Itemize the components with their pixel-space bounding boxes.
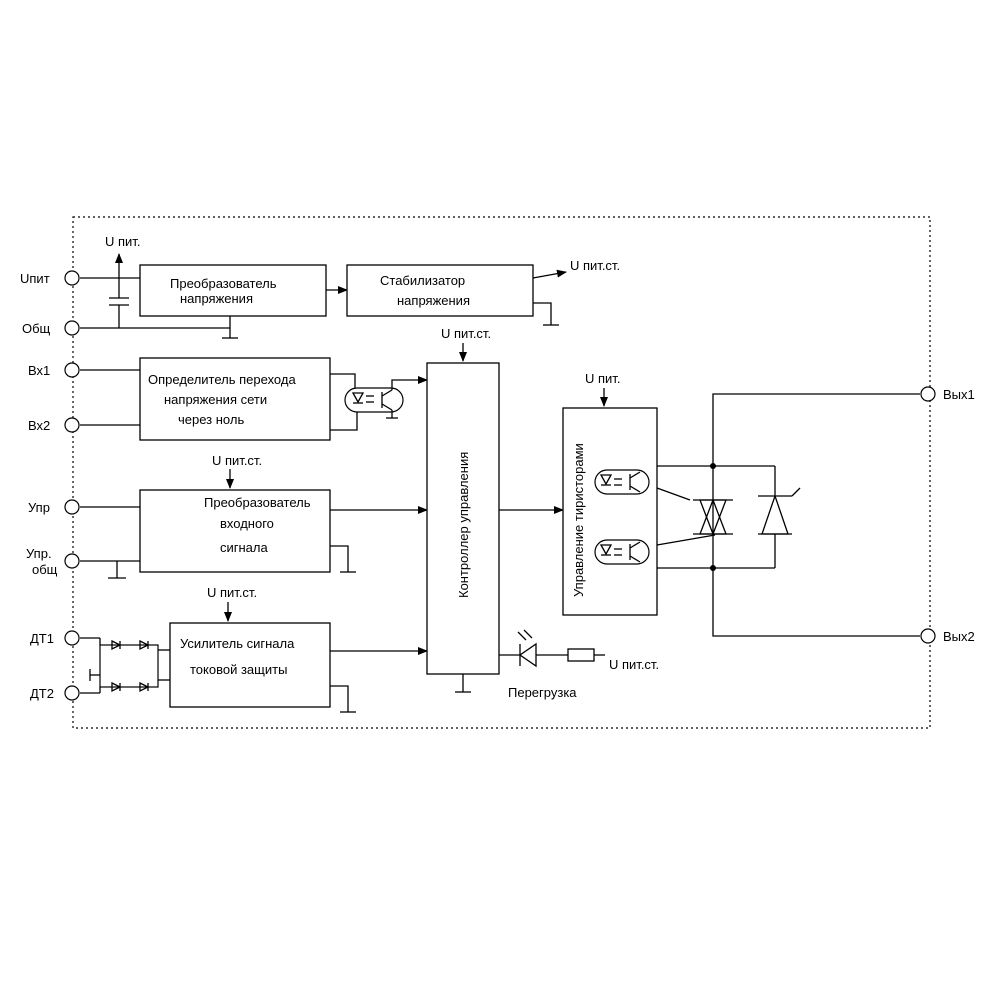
thyristor-control-title: Управление тиристорами — [571, 443, 586, 597]
terminal-dt1-label: ДТ1 — [30, 631, 54, 646]
upit-label-top: U пит. — [105, 234, 140, 249]
protection-amplifier-block — [169, 622, 331, 708]
input-converter-title-2: входного — [220, 516, 274, 531]
input-converter-title-1: Преобразователь — [204, 495, 311, 510]
power-section: U пит. Преобразователь напряжения Стабил… — [80, 234, 620, 339]
terminal-obsch[interactable]: Общ — [22, 320, 80, 336]
protection-section: U пит.ст. Усилитель сигнала токовой защи… — [80, 585, 428, 713]
terminal-vyx1[interactable]: Вых1 — [920, 386, 975, 402]
protection-amp-title-2: токовой защиты — [190, 662, 287, 677]
protection-amp-title-1: Усилитель сигнала — [180, 636, 295, 651]
upit-st-label-led: U пит.ст. — [609, 657, 659, 672]
voltage-converter-block — [139, 264, 327, 317]
voltage-converter-title-2: напряжения — [180, 291, 253, 306]
thyristor-control-block — [562, 407, 658, 616]
zero-cross-title-1: Определитель перехода — [148, 372, 296, 387]
terminal-upr-obsch-label-2: общ — [32, 562, 58, 577]
controller-title: Контроллер управления — [456, 452, 471, 598]
terminal-upit[interactable]: Uпит — [20, 270, 80, 286]
terminal-upr[interactable]: Упр — [28, 499, 80, 515]
overload-led-icon — [517, 629, 537, 668]
upit-label-thyristor: U пит. — [585, 371, 620, 386]
voltage-converter-title-1: Преобразователь — [170, 276, 277, 291]
terminal-vx2-label: Вх2 — [28, 418, 50, 433]
terminal-vx2[interactable]: Вх2 — [28, 417, 80, 433]
terminal-upr-obsch[interactable]: Упр. общ — [26, 546, 80, 577]
terminal-upit-label: Uпит — [20, 271, 50, 286]
terminal-vyx2-label: Вых2 — [943, 629, 975, 644]
input-section: U пит.ст. Преобразователь входного сигна… — [80, 453, 428, 579]
thyristor-right-icon — [758, 487, 801, 535]
zero-cross-section: Определитель перехода напряжения сети че… — [80, 357, 428, 441]
voltage-stabilizer-block — [346, 264, 534, 317]
thyristor-left-icon — [693, 498, 733, 536]
optocoupler-bottom-icon — [594, 539, 650, 565]
upit-st-label-out: U пит.ст. — [570, 258, 620, 273]
upit-st-label-controller: U пит.ст. — [441, 326, 491, 341]
terminal-obsch-label: Общ — [22, 321, 51, 336]
zero-cross-detector-block — [139, 357, 331, 441]
input-converter-block — [139, 489, 331, 573]
terminal-vx1[interactable]: Вх1 — [28, 362, 80, 378]
diode-bridge-icon — [89, 638, 170, 693]
upit-st-label-input: U пит.ст. — [212, 453, 262, 468]
terminal-upr-label: Упр — [28, 500, 50, 515]
terminal-vyx1-label: Вых1 — [943, 387, 975, 402]
thyristor-section: U пит. Управление тиристорами — [562, 371, 776, 616]
voltage-stabilizer-title-2: напряжения — [397, 293, 470, 308]
overload-resistor-icon — [567, 648, 595, 662]
terminal-upr-obsch-label-1: Упр. — [26, 546, 52, 561]
zero-cross-title-3: через ноль — [178, 412, 244, 427]
terminal-vyx2[interactable]: Вых2 — [920, 628, 975, 644]
voltage-stabilizer-title-1: Стабилизатор — [380, 273, 465, 288]
optocoupler-icon — [344, 387, 404, 413]
terminal-dt2[interactable]: ДТ2 — [30, 685, 80, 701]
device-enclosure — [72, 216, 931, 729]
input-converter-title-3: сигнала — [220, 540, 268, 555]
controller-block — [426, 362, 500, 675]
terminal-vx1-label: Вх1 — [28, 363, 50, 378]
upit-st-label-amp: U пит.ст. — [207, 585, 257, 600]
power-switch-section — [693, 393, 920, 637]
terminal-dt2-label: ДТ2 — [30, 686, 54, 701]
overload-label: Перегрузка — [508, 685, 577, 700]
terminal-dt1[interactable]: ДТ1 — [30, 630, 80, 646]
optocoupler-top-icon — [594, 469, 650, 495]
zero-cross-title-2: напряжения сети — [164, 392, 267, 407]
controller-section: U пит.ст. Контроллер управления U пит.ст… — [426, 326, 659, 700]
